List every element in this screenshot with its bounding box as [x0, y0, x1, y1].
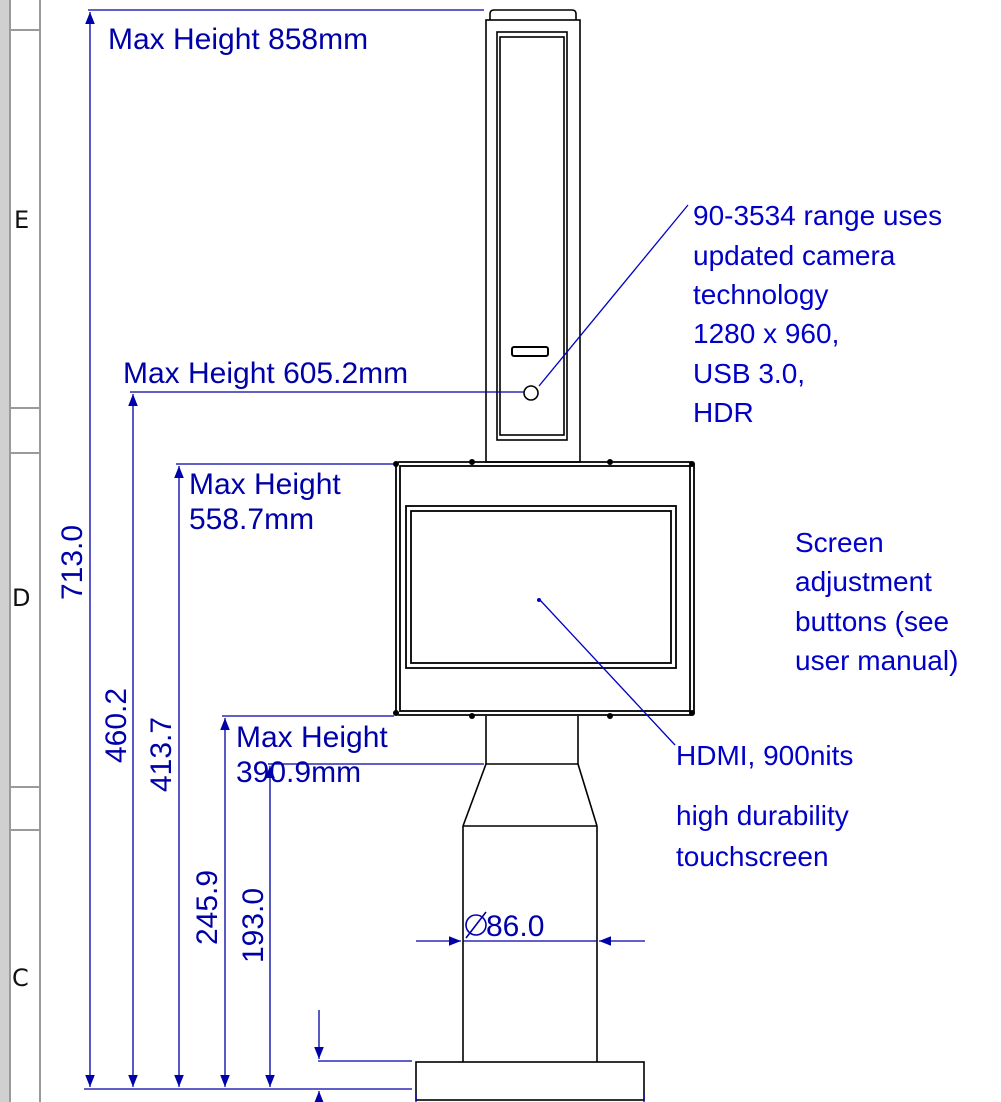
- max-height-558-label-line1: Max Height: [189, 468, 341, 501]
- camera-lens: [523, 385, 539, 401]
- dimension-713: 713.0: [56, 525, 89, 600]
- screen-buttons-note-line: Screen: [795, 527, 884, 558]
- screen-note-line: high durability: [676, 800, 849, 831]
- dimension-460: 460.2: [100, 688, 133, 763]
- max-height-390-label-line1: Max Height: [236, 721, 388, 754]
- camera-note-line: HDR: [693, 397, 754, 428]
- pedestal-stand: [415, 716, 645, 1101]
- max-height-858-label: Max Height 858mm: [108, 23, 368, 56]
- max-height-558-label-line2: 558.7mm: [189, 503, 314, 536]
- camera-note-line: 90-3534 range uses: [693, 200, 942, 231]
- camera-note-line: 1280 x 960,: [693, 318, 839, 349]
- screen-buttons-note: Screen adjustment buttons (see user manu…: [795, 527, 958, 676]
- camera-note-line: technology: [693, 279, 828, 310]
- zone-label-d: D: [12, 584, 30, 612]
- dimension-diameter: 86.0: [486, 910, 544, 943]
- camera-note: 90-3534 range uses updated camera techno…: [693, 200, 942, 428]
- camera-note-line: updated camera: [693, 240, 896, 271]
- dimension-413: 413.7: [145, 717, 178, 792]
- screen-note-line: touchscreen: [676, 841, 829, 872]
- max-height-390-label-line2: 390.9mm: [236, 756, 361, 789]
- zone-label-e: E: [14, 206, 29, 234]
- dimension-193: 193.0: [237, 888, 270, 963]
- screen-buttons-note-line: user manual): [795, 645, 958, 676]
- max-height-605-label: Max Height 605.2mm: [123, 357, 408, 390]
- screen-note: HDMI, 900nits high durability touchscree…: [676, 740, 853, 872]
- screen-buttons-note-line: adjustment: [795, 566, 932, 597]
- screen-buttons-note-line: buttons (see: [795, 606, 949, 637]
- zone-label-c: C: [12, 964, 29, 992]
- screen-note-line: HDMI, 900nits: [676, 740, 853, 771]
- drawing-border: [0, 0, 41, 1102]
- camera-note-line: USB 3.0,: [693, 358, 805, 389]
- dimension-245: 245.9: [191, 870, 224, 945]
- camera-tower: [485, 9, 581, 463]
- screen-housing: [393, 459, 695, 719]
- diameter-symbol: [465, 911, 487, 939]
- dimension-lines: [84, 9, 689, 1102]
